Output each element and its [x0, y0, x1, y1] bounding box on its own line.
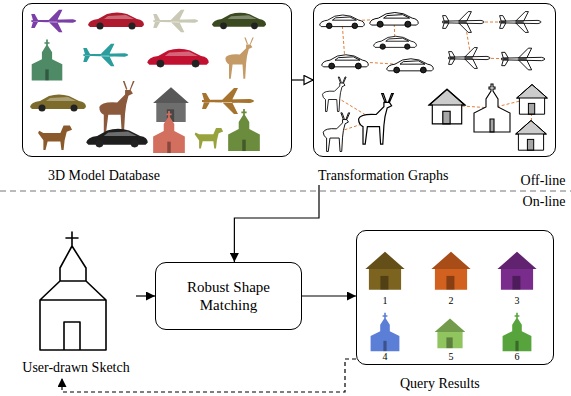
outline-models-part — [474, 84, 510, 132]
connector — [302, 295, 356, 296]
rank-number: 6 — [515, 352, 520, 362]
caption: User-drawn Sketch — [22, 360, 129, 376]
caption: Transformation Graphs — [318, 168, 449, 184]
model-icons-part — [153, 10, 198, 33]
connector — [292, 79, 313, 80]
graph-panel: Transformation Graphs — [313, 3, 556, 185]
model-icons-part — [202, 88, 254, 114]
outline-models-part — [320, 15, 365, 29]
model-icons-part — [147, 49, 209, 68]
results-panel: Query Results — [356, 230, 554, 393]
panel-frame — [313, 3, 556, 157]
model-icons-part — [195, 128, 223, 148]
model-icons-part — [31, 10, 76, 33]
outline-models-part — [370, 13, 419, 28]
model-icons-part — [88, 13, 144, 30]
outline-models-part — [516, 121, 547, 151]
rank-number: 4 — [383, 352, 388, 362]
model-icons — [30, 10, 266, 153]
model-icons-part — [30, 95, 86, 112]
connector — [234, 185, 319, 262]
result-models-part — [365, 252, 404, 290]
model-icons-part — [86, 129, 148, 148]
outline-models-part — [323, 113, 349, 152]
model-icons-part — [38, 125, 72, 149]
stage-label: On-line — [523, 195, 566, 209]
stage-label: Off-line — [521, 174, 566, 188]
rank-number: 1 — [383, 296, 388, 306]
model-icons-part — [99, 81, 134, 133]
outline-models-part — [323, 77, 347, 112]
outline-models-part — [449, 48, 491, 69]
outline-models-part — [387, 59, 434, 73]
sketch-drawing — [40, 232, 106, 350]
result-models-part — [497, 252, 536, 290]
model-icons-part — [153, 111, 185, 153]
outline-models-part — [359, 94, 394, 145]
separator-line — [0, 191, 571, 192]
panel-frame — [22, 3, 292, 157]
result-models-part — [431, 252, 470, 290]
outline-models-part — [517, 85, 548, 115]
outline-models-part — [322, 55, 369, 69]
model-icons-part — [225, 37, 253, 78]
result-models-part — [435, 319, 466, 349]
outline-models-part — [429, 89, 465, 124]
outline-models-part — [500, 12, 542, 33]
model-icons-part — [153, 87, 189, 122]
result-models — [365, 252, 536, 351]
model-icons-part — [32, 40, 63, 81]
outline-models-part — [502, 48, 545, 70]
connector — [136, 295, 155, 296]
caption: 3D Model Database — [48, 168, 160, 184]
result-models-part — [371, 313, 400, 351]
rank-number: 3 — [515, 296, 520, 306]
database-panel: 3D Model Database — [22, 3, 292, 185]
rank-number: 5 — [449, 352, 454, 362]
box-label: Robust Shape Matching — [164, 278, 293, 314]
outline-models — [320, 12, 548, 152]
outline-models-part — [374, 36, 417, 49]
model-icons-part — [212, 13, 266, 29]
rank-number: 2 — [449, 296, 454, 306]
process-box: Robust Shape Matching — [155, 262, 302, 330]
caption: Query Results — [400, 376, 480, 392]
model-icons-part — [83, 44, 128, 67]
sketch-figure: User-drawn Sketch — [16, 228, 136, 377]
model-icons-part — [228, 109, 260, 151]
result-models-part — [503, 313, 532, 351]
outline-models-part — [443, 12, 485, 33]
